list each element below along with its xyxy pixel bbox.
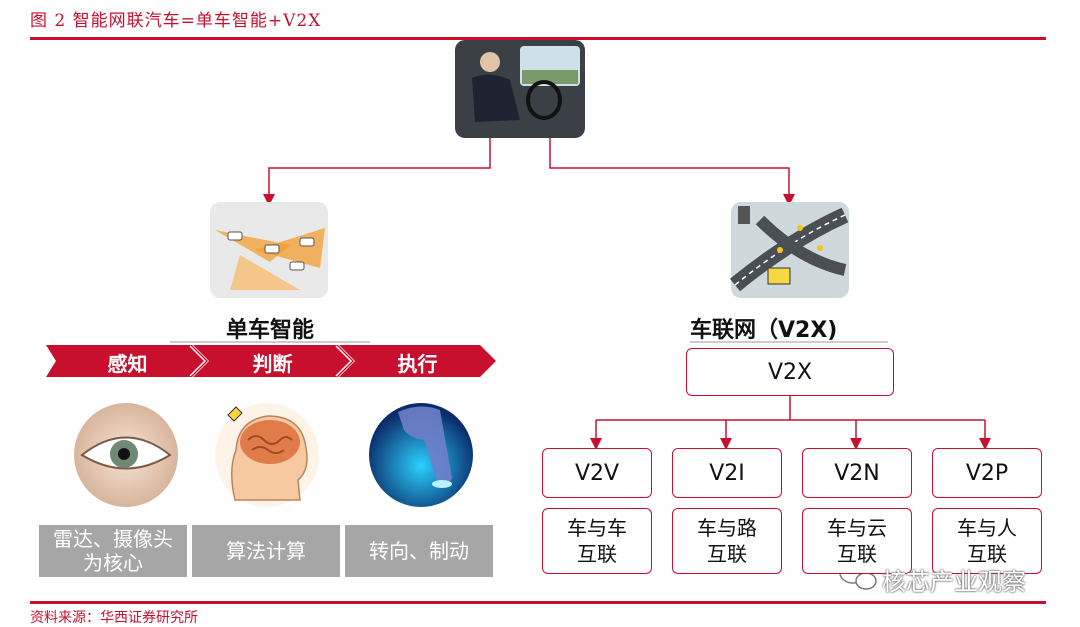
v2p-label: V2P [965, 460, 1009, 486]
decision-box: 算法计算 [192, 525, 340, 577]
v2v-box: V2V [542, 448, 652, 498]
v2v-label: V2V [574, 460, 620, 486]
v2i-desc: 车与路互联 [697, 516, 757, 566]
step-perception: 感知 [107, 352, 148, 376]
v2n-desc-box: 车与云互联 [802, 508, 912, 574]
process-arrows [46, 345, 496, 377]
v2p-box: V2P [932, 448, 1042, 498]
touch-icon [369, 403, 473, 507]
v2x-root-label: V2X [767, 359, 813, 385]
perception-box-label: 雷达、摄像头为核心 [53, 527, 173, 575]
source-note: 资料来源：华西证券研究所 [30, 610, 198, 626]
brain-icon [215, 403, 319, 507]
execution-box-label: 转向、制动 [369, 539, 469, 563]
v2v-desc-box: 车与车互联 [542, 508, 652, 574]
v2p-desc-box: 车与人互联 [932, 508, 1042, 574]
execution-box: 转向、制动 [345, 525, 493, 577]
step-decision: 判断 [252, 352, 293, 376]
v2n-label: V2N [834, 460, 880, 486]
driver-photo [455, 40, 585, 138]
top-rule [30, 37, 1046, 40]
v2x-illustration [729, 202, 849, 298]
v2i-desc-box: 车与路互联 [672, 508, 782, 574]
single-vehicle-heading: 单车智能 [225, 318, 314, 343]
v2x-heading: 车联网（V2X) [690, 318, 838, 343]
figure-title: 图 2 智能网联汽车=单车智能+V2X [30, 11, 322, 31]
v2x-root-box: V2X [686, 348, 894, 396]
eye-icon [74, 403, 178, 507]
bottom-rule [30, 601, 1046, 604]
sensor-illustration [210, 202, 328, 298]
v2n-box: V2N [802, 448, 912, 498]
v2x-tree-connectors [590, 396, 991, 450]
v2i-box: V2I [672, 448, 782, 498]
v2p-desc: 车与人互联 [957, 516, 1017, 566]
v2v-desc: 车与车互联 [567, 516, 627, 566]
decision-box-label: 算法计算 [226, 539, 306, 563]
step-execution: 执行 [397, 352, 438, 376]
v2n-desc: 车与云互联 [827, 516, 887, 566]
v2i-label: V2I [709, 460, 745, 486]
perception-box: 雷达、摄像头为核心 [39, 525, 187, 577]
watermark-text: 核芯产业观察 [882, 568, 1026, 596]
